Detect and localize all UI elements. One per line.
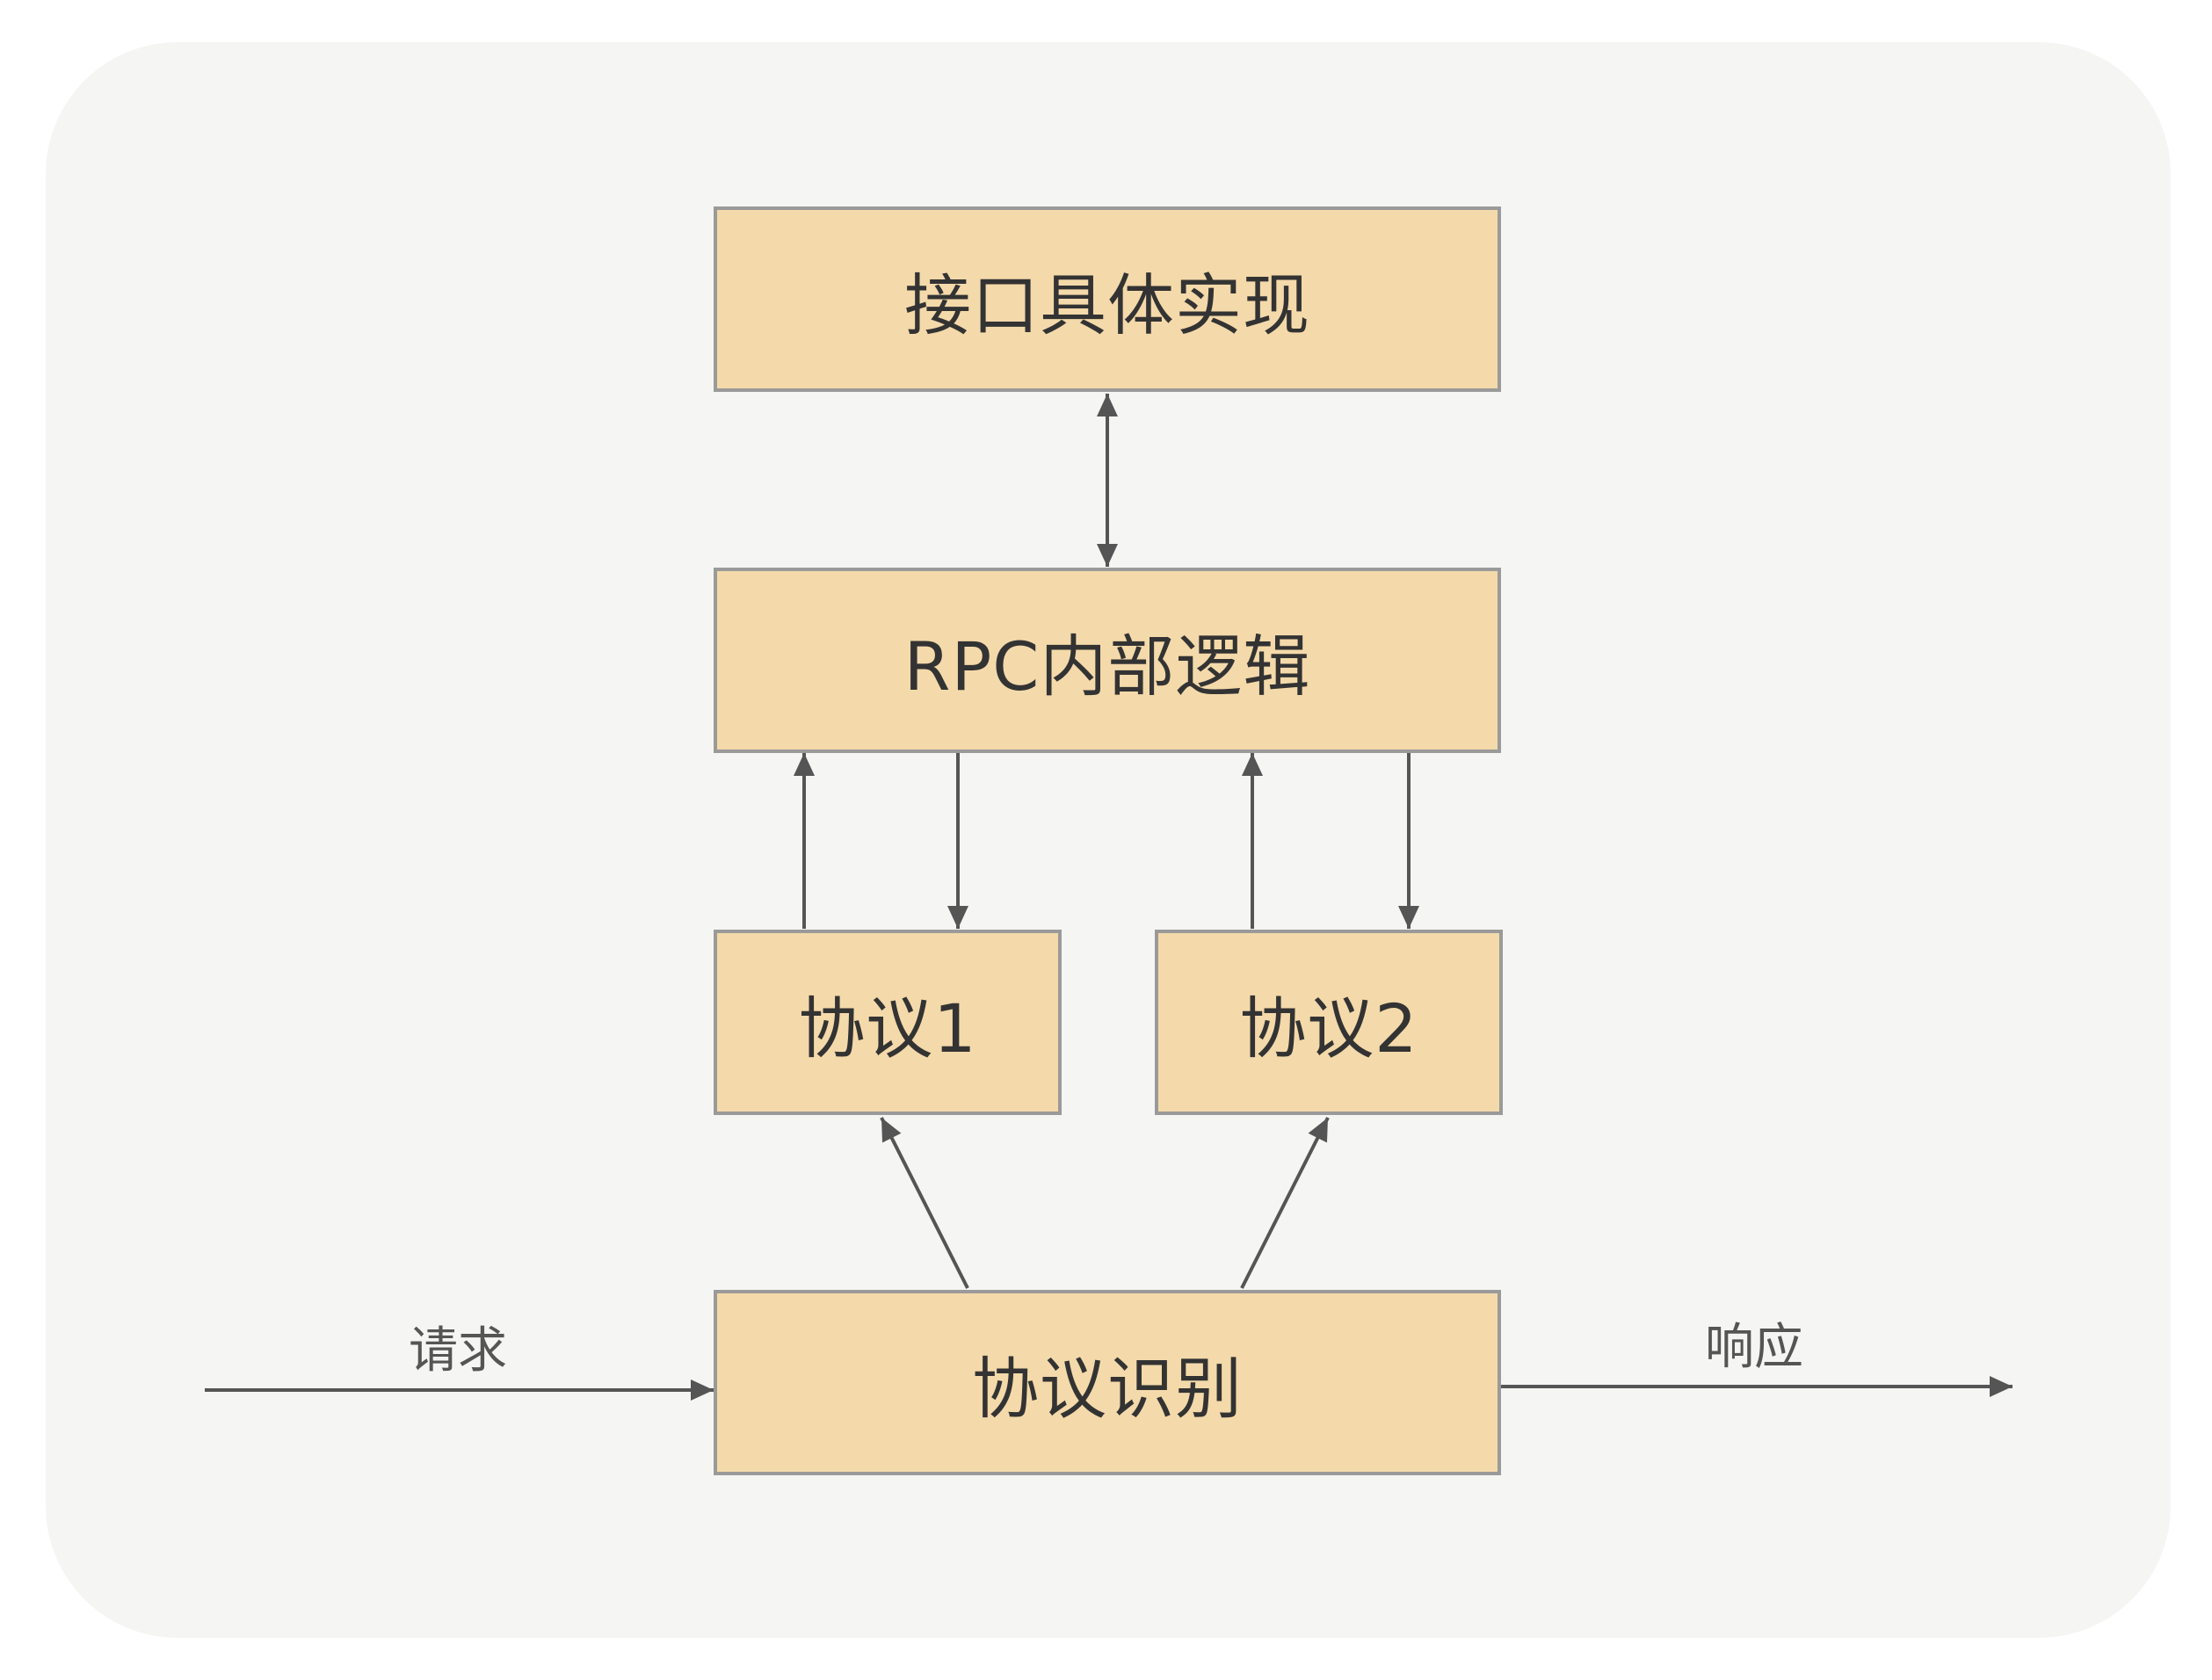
node-interface-implementation-label: 接口具体实现 bbox=[904, 265, 1310, 344]
node-protocol-1: 协议1 bbox=[714, 930, 1062, 1115]
node-protocol-2-label: 协议2 bbox=[1239, 988, 1418, 1068]
node-protocol-detection-label: 协议识别 bbox=[972, 1349, 1243, 1428]
node-protocol-detection: 协议识别 bbox=[714, 1290, 1501, 1475]
arrow-detect-to-protocol1 bbox=[880, 1117, 969, 1289]
node-rpc-internal-logic: RPC内部逻辑 bbox=[714, 568, 1501, 753]
node-protocol-2: 协议2 bbox=[1155, 930, 1503, 1115]
response-label: 响应 bbox=[1705, 1319, 1803, 1376]
node-protocol-1-label: 协议1 bbox=[798, 988, 977, 1068]
request-label: 请求 bbox=[409, 1322, 507, 1379]
node-interface-implementation: 接口具体实现 bbox=[714, 206, 1501, 392]
node-rpc-internal-logic-label: RPC内部逻辑 bbox=[903, 626, 1311, 706]
arrow-detect-to-protocol2 bbox=[1240, 1117, 1330, 1289]
